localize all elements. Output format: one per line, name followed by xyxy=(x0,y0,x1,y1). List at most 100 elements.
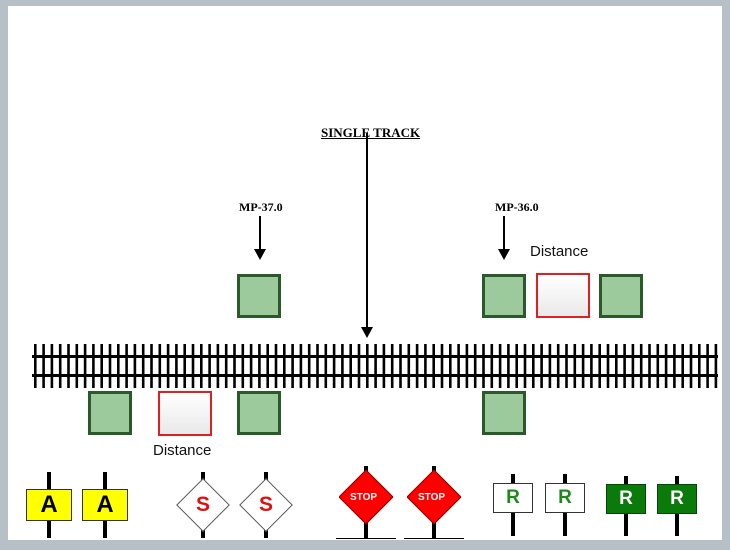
stop-sign-2: STOP xyxy=(402,466,466,540)
sign-a-1: A xyxy=(26,472,72,538)
railroad-tie xyxy=(291,344,294,388)
sign-r-plate: R xyxy=(606,484,646,514)
signal-block-lower-3 xyxy=(482,391,526,435)
railroad-tie xyxy=(241,344,245,388)
signal-block-upper-1 xyxy=(237,274,281,318)
railroad-tie xyxy=(432,344,435,388)
railroad-tie xyxy=(482,344,485,388)
railroad-tie xyxy=(191,344,195,388)
single-track-title: SINGLE TRACK xyxy=(321,125,421,140)
railroad-tie xyxy=(299,344,303,388)
sign-s-letter: S xyxy=(196,493,211,516)
railroad-tie xyxy=(133,344,137,388)
railroad-tie xyxy=(349,344,352,388)
railroad-tie xyxy=(83,344,87,388)
stop-text: STOP xyxy=(350,492,378,503)
railroad-tie xyxy=(631,344,635,388)
railroad-tie xyxy=(92,344,95,388)
railroad-tie xyxy=(581,344,585,388)
railroad-tie xyxy=(58,344,62,388)
railroad-tie xyxy=(681,344,684,388)
railroad-tie xyxy=(67,344,70,388)
railroad-tie xyxy=(424,344,427,388)
railroad-tie xyxy=(42,344,45,388)
railroad-tie xyxy=(664,344,668,388)
railroad-tie xyxy=(656,344,660,388)
railroad-tie xyxy=(390,344,394,388)
railroad-tie xyxy=(507,344,510,388)
milepost-37-label: MP-37.0 xyxy=(239,200,283,214)
single-track-arrow xyxy=(361,133,373,338)
railroad-tie xyxy=(673,344,676,388)
railroad-tie xyxy=(332,344,336,388)
railroad-tie xyxy=(224,344,228,388)
sign-a-plate: A xyxy=(82,489,128,521)
railroad-tie xyxy=(714,344,718,388)
railroad-tie xyxy=(698,344,701,388)
railroad-tie xyxy=(615,344,618,388)
railroad-tie xyxy=(307,344,311,388)
railroad-tie xyxy=(233,344,236,388)
railroad-tie xyxy=(216,344,220,388)
railroad-tie xyxy=(324,344,328,388)
railroad-tie xyxy=(274,344,278,388)
railroad-tie xyxy=(50,344,54,388)
milepost-37-arrow xyxy=(254,216,266,260)
railroad-tie xyxy=(498,344,502,388)
stop-octagon xyxy=(339,470,393,524)
distant-block-upper xyxy=(536,273,590,318)
railroad-tie xyxy=(366,344,369,388)
railroad-tie xyxy=(598,344,601,388)
railroad-tie xyxy=(158,344,162,388)
railroad-tie xyxy=(706,344,709,388)
distance-label-upper: Distance xyxy=(530,243,589,260)
sign-r-green-1: R xyxy=(606,476,646,536)
sign-r-plate: R xyxy=(493,483,533,513)
railroad-tie xyxy=(357,344,361,388)
railroad-tie xyxy=(117,344,120,388)
railroad-tie xyxy=(34,344,37,388)
sign-r-white-2: R xyxy=(545,474,585,536)
sign-a-plate: A xyxy=(26,489,72,521)
sign-r-white-1: R xyxy=(493,474,533,536)
signal-block-lower-1 xyxy=(88,391,132,435)
sign-r-plate: R xyxy=(657,484,697,514)
railroad-tie xyxy=(639,344,643,388)
sign-s-2: S xyxy=(239,472,293,538)
railroad-tie xyxy=(125,344,128,388)
railroad-tie xyxy=(465,344,469,388)
railroad-tie xyxy=(573,344,577,388)
railroad-tie xyxy=(407,344,411,388)
stop-text: STOP xyxy=(418,492,446,503)
railroad-tie xyxy=(141,344,145,388)
railroad-tie xyxy=(449,344,452,388)
railroad-tie xyxy=(258,344,261,388)
rail-bottom xyxy=(32,374,718,377)
railroad-tie xyxy=(457,344,460,388)
railroad-tie xyxy=(590,344,593,388)
railroad-tie xyxy=(75,344,79,388)
railroad-tie xyxy=(623,344,626,388)
railroad-tie xyxy=(283,344,286,388)
railroad-tie xyxy=(515,344,518,388)
railroad-tie xyxy=(150,344,153,388)
distant-block-lower xyxy=(158,391,212,436)
signal-block-lower-2 xyxy=(237,391,281,435)
signal-block-upper-3 xyxy=(599,274,643,318)
railroad-tie xyxy=(266,344,269,388)
railroad-tie xyxy=(556,344,560,388)
railroad-tie xyxy=(473,344,477,388)
sign-s-1: S xyxy=(176,472,230,538)
milepost-36-arrow xyxy=(498,216,510,260)
railroad-tie xyxy=(249,344,253,388)
railroad-tie xyxy=(108,344,112,388)
sign-s-letter: S xyxy=(259,493,274,516)
railroad-tie xyxy=(341,344,344,388)
railroad-tie xyxy=(208,344,211,388)
railroad-tie xyxy=(374,344,377,388)
railroad-tie xyxy=(440,344,444,388)
sign-r-green-2: R xyxy=(657,476,697,536)
railroad-tie xyxy=(540,344,543,388)
railroad-tie xyxy=(606,344,610,388)
sign-r-plate: R xyxy=(545,483,585,513)
